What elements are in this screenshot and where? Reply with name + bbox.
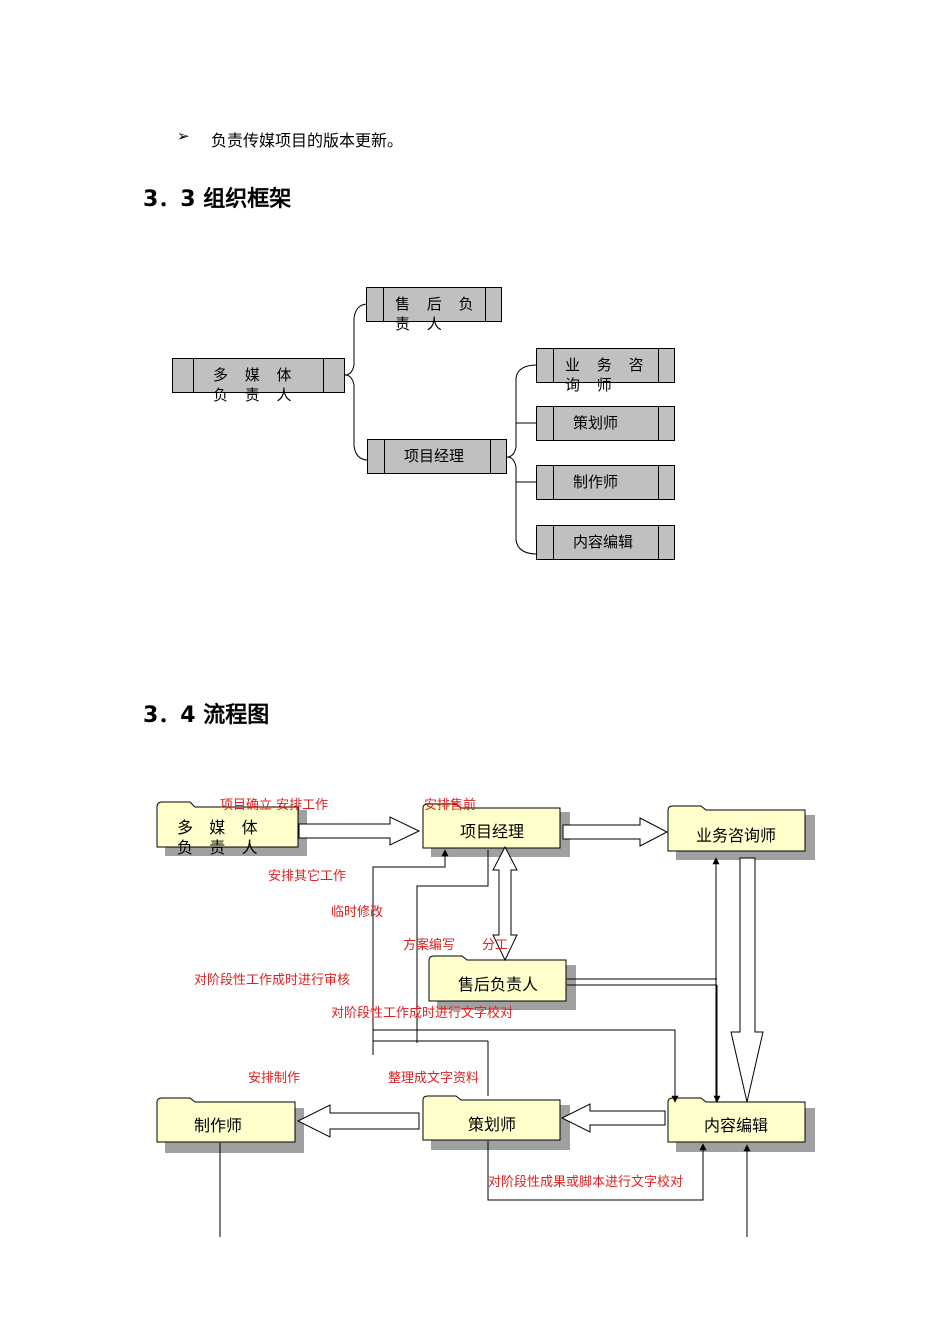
annotation-stage-result-proofread: 对阶段性成果或脚本进行文字校对 [488,1175,684,1190]
annotation-arrange-after-sales: 安排售前 [424,798,477,813]
org-box-after-sales [366,287,502,322]
org-box-business-consultant [536,348,675,383]
annotation-arrange-production: 安排制作 [248,1071,301,1086]
bullet-text: 负责传媒项目的版本更新。 [211,131,404,150]
annotation-organize-text: 整理成文字资料 [388,1071,480,1086]
flow-node-multimedia-head: 多 媒 体 负 责 人 [177,818,264,857]
org-box-producer [536,465,675,500]
flow-node-producer: 制作师 [194,1116,243,1135]
org-label-producer: 制作师 [573,473,619,491]
org-box-project-manager [367,439,507,474]
annotation-plan-writing: 方案编写 [403,938,456,953]
org-label-content-editor: 内容编辑 [573,533,634,551]
section-heading-org: 3．3 组织框架 [143,187,292,212]
annotation-project-setup: 项目确立 安排工作 [220,798,329,813]
org-label-business-consultant: 业 务 咨 询 师 [565,356,650,394]
section-heading-flow: 3．4 流程图 [143,703,270,728]
org-box-multimedia-head [172,358,345,393]
org-box-planner [536,406,675,441]
annotation-stage-proofread: 对阶段性工作成时进行文字校对 [331,1006,514,1021]
org-label-multimedia-head: 多 媒 体 负 责 人 [213,366,298,404]
flow-node-after-sales: 售后负责人 [458,975,539,994]
org-label-project-manager: 项目经理 [404,447,465,465]
flow-node-planner: 策划师 [468,1115,517,1134]
flow-node-shapes [156,801,815,1153]
bullet-arrow-icon: ➢ [177,127,190,145]
flow-node-business-consultant: 业务咨询师 [696,826,777,845]
org-label-planner: 策划师 [573,414,619,432]
annotation-arrange-other: 安排其它工作 [268,869,347,884]
annotation-stage-review: 对阶段性工作成时进行审核 [194,973,351,988]
flow-node-content-editor: 内容编辑 [704,1116,769,1135]
annotation-temp-modify: 临时修改 [331,905,384,920]
flow-node-project-manager: 项目经理 [460,822,525,841]
org-label-after-sales: 售 后 负 责 人 [395,295,480,333]
org-box-content-editor [536,525,675,560]
annotation-divide: 分工 [482,938,509,953]
